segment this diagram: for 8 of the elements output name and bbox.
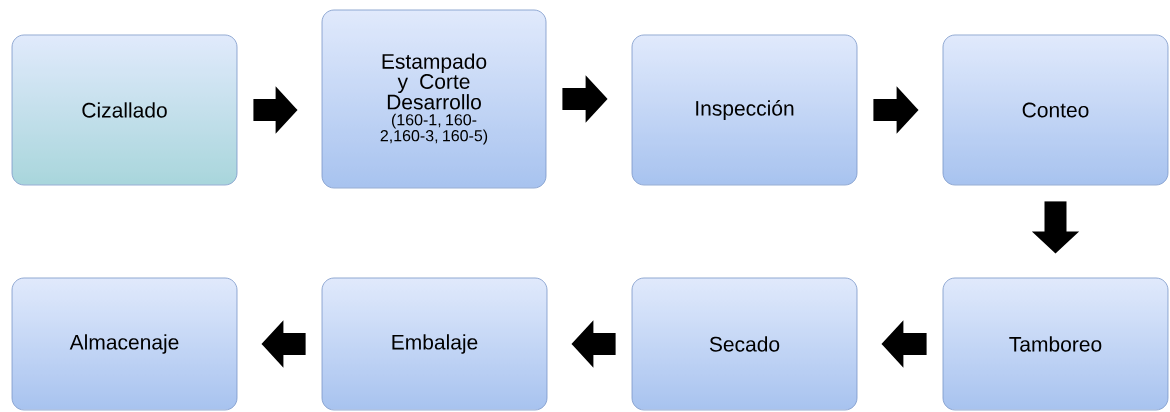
process-box: Tamboreo [942, 277, 1169, 411]
process-box: Almacenaje [11, 277, 238, 411]
process-box: Secado [631, 277, 858, 411]
process-box: Inspección [631, 34, 858, 186]
process-box: Embalaje [321, 277, 548, 411]
process-box: Conteo [942, 34, 1169, 186]
process-box: Estampado y Corte Desarrollo (160-1, 160-2,160-3, 160-5) [321, 9, 547, 189]
process-box: Cizallado [11, 34, 238, 186]
